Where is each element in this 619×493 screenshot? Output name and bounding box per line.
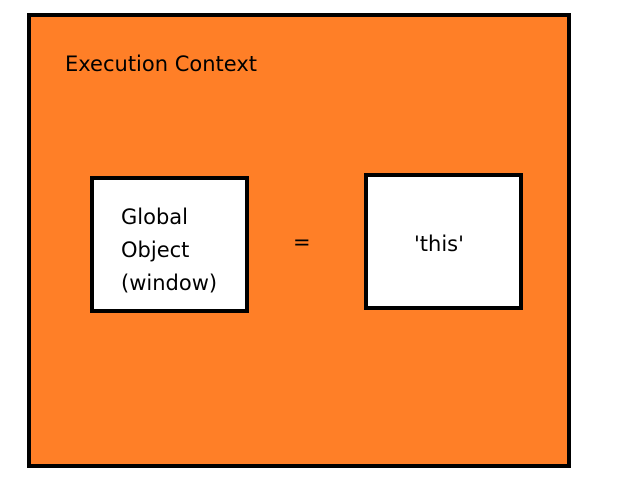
global-object-label: Global Object (window) [121,201,217,300]
this-label: 'this' [414,232,464,256]
global-object-line-1: Global [121,205,188,229]
global-object-line-2: Object [121,238,190,262]
this-box: 'this' [364,173,523,310]
global-object-line-3: (window) [121,271,218,295]
execution-context-label: Execution Context [65,52,257,76]
global-object-box: Global Object (window) [90,176,249,313]
equals-sign: = [293,230,311,254]
